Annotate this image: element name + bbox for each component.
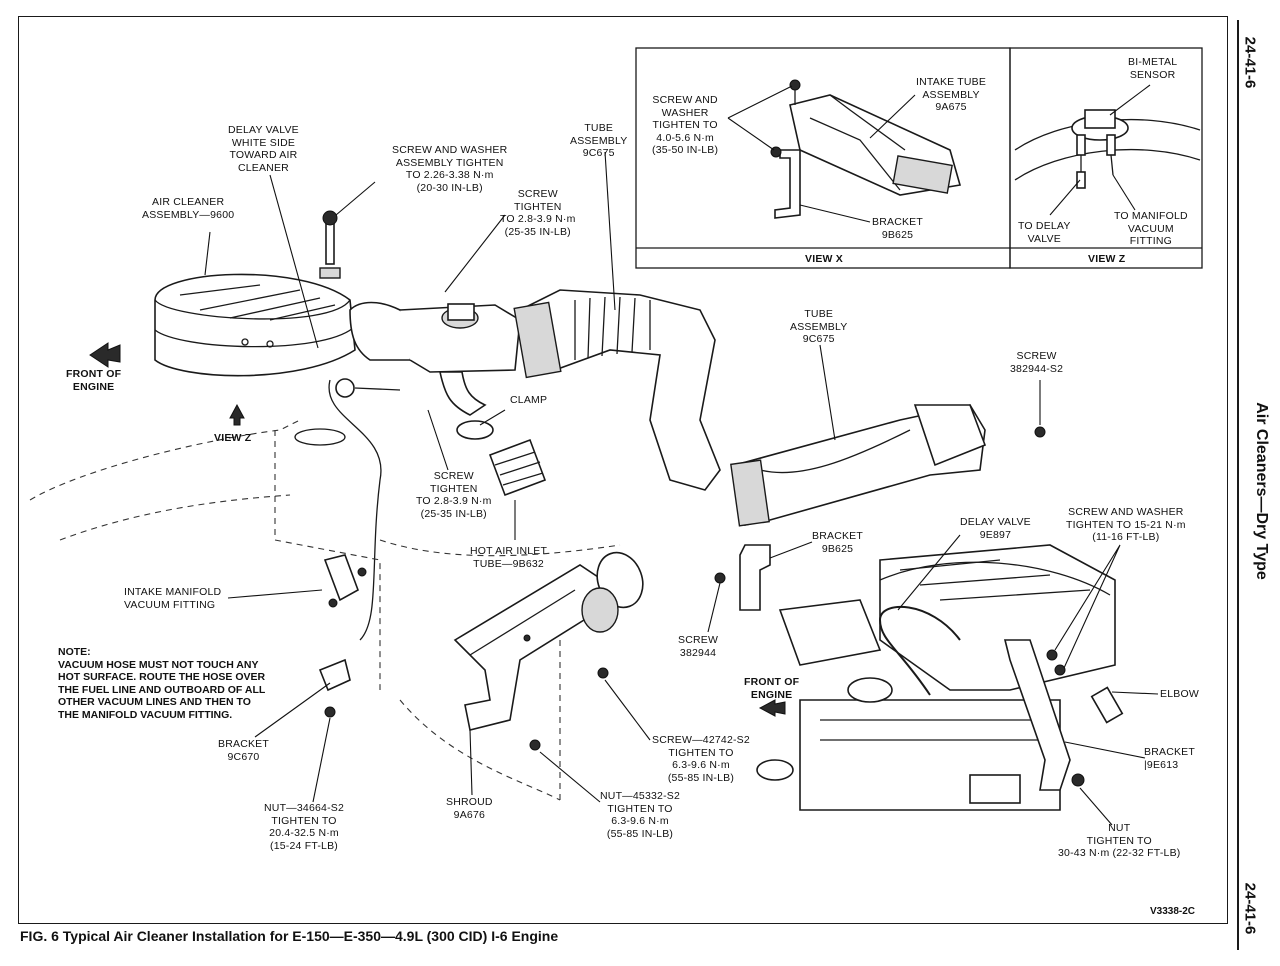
tube-assembly-top bbox=[513, 289, 721, 491]
figure-frame bbox=[18, 16, 1228, 924]
label-front-of-engine-right: FRONT OF ENGINE bbox=[744, 676, 800, 701]
manifold-fitting-group bbox=[318, 554, 367, 718]
figure-caption: FIG. 6 Typical Air Cleaner Installation … bbox=[20, 928, 559, 944]
label-air-cleaner-assembly: AIR CLEANER ASSEMBLY—9600 bbox=[142, 196, 235, 221]
bracket-9b625 bbox=[714, 544, 771, 611]
label-view-z-marker: VIEW Z bbox=[214, 432, 252, 444]
view-z-arrow bbox=[229, 403, 245, 426]
label-shroud: SHROUD 9A676 bbox=[446, 796, 493, 821]
label-screw-382944-s2: SCREW 382944-S2 bbox=[1010, 350, 1064, 375]
label-screw-washer-assembly: SCREW AND WASHER ASSEMBLY TIGHTEN TO 2.2… bbox=[392, 144, 508, 194]
page-number-top: 24-41-6 bbox=[1241, 36, 1259, 89]
label-screw-42742: SCREW—42742-S2 TIGHTEN TO 6.3-9.6 N·m (5… bbox=[652, 734, 750, 784]
label-viewz-title: VIEW Z bbox=[1088, 253, 1126, 265]
label-viewx-intake-tube: INTAKE TUBE ASSEMBLY 9A675 bbox=[916, 76, 987, 113]
label-screw-washer-15-21: SCREW AND WASHER TIGHTEN TO 15-21 N·m (1… bbox=[1066, 506, 1186, 543]
label-tube-assembly-right: TUBE ASSEMBLY 9C675 bbox=[790, 308, 848, 345]
label-nut-45332: NUT—45332-S2 TIGHTEN TO 6.3-9.6 N·m (55-… bbox=[600, 790, 681, 840]
engine-right-view bbox=[756, 544, 1124, 811]
vacuum-hose-note: NOTE: VACUUM HOSE MUST NOT TOUCH ANY HOT… bbox=[58, 646, 266, 721]
label-viewx-bracket: BRACKET 9B625 bbox=[872, 216, 923, 241]
view-x-inset bbox=[635, 47, 1011, 269]
label-screw-tighten-top: SCREW TIGHTEN TO 2.8-3.9 N·m (25-35 IN-L… bbox=[500, 188, 576, 238]
label-delay-valve-9e897: DELAY VALVE 9E897 bbox=[960, 516, 1031, 541]
tube-assembly-right bbox=[730, 404, 1046, 527]
label-intake-manifold-fitting: INTAKE MANIFOLD VACUUM FITTING bbox=[124, 586, 222, 611]
label-viewz-bimetal: BI-METAL SENSOR bbox=[1128, 56, 1178, 81]
label-viewx-screw-washer: SCREW AND WASHER TIGHTEN TO 4.0-5.6 N·m … bbox=[652, 94, 719, 156]
label-viewx-title: VIEW X bbox=[805, 253, 843, 265]
label-screw-tighten-mid: SCREW TIGHTEN TO 2.8-3.9 N·m (25-35 IN-L… bbox=[416, 470, 492, 520]
label-elbow: ELBOW bbox=[1160, 688, 1199, 700]
label-bracket-9b625-mid: BRACKET 9B625 bbox=[812, 530, 863, 555]
label-tube-assembly-top: TUBE ASSEMBLY 9C675 bbox=[570, 122, 628, 159]
label-front-of-engine-left: FRONT OF ENGINE bbox=[66, 368, 122, 393]
front-arrow-right bbox=[758, 699, 786, 717]
label-clamp: CLAMP bbox=[510, 394, 548, 406]
label-viewz-to-manifold: TO MANIFOLD VACUUM FITTING bbox=[1114, 210, 1188, 247]
label-viewz-to-delay: TO DELAY VALVE bbox=[1018, 220, 1071, 245]
leader-lines bbox=[204, 151, 1159, 826]
view-z-inset bbox=[1009, 47, 1203, 269]
label-nut-34664: NUT—34664-S2 TIGHTEN TO 20.4-32.5 N·m (1… bbox=[264, 802, 345, 852]
label-bracket-9e613: BRACKET |9E613 bbox=[1144, 746, 1195, 771]
shroud bbox=[453, 551, 644, 751]
front-arrow-left bbox=[89, 342, 121, 368]
label-screw-382944: SCREW 382944 bbox=[678, 634, 719, 659]
page-number-bottom: 24-41-6 bbox=[1241, 882, 1259, 935]
label-hot-air-inlet: HOT AIR INLET TUBE—9B632 bbox=[470, 545, 548, 570]
figure-code: V3338-2C bbox=[1150, 906, 1196, 917]
label-nut-right: NUT TIGHTEN TO 30-43 N·m (22-32 FT-LB) bbox=[1058, 822, 1181, 859]
engine-outline bbox=[29, 419, 621, 801]
label-delay-valve-white: DELAY VALVE WHITE SIDE TOWARD AIR CLEANE… bbox=[228, 124, 299, 174]
section-title: Air Cleaners—Dry Type bbox=[1252, 402, 1270, 580]
label-bracket-9c670: BRACKET 9C670 bbox=[218, 738, 269, 763]
hot-air-inlet-tube bbox=[456, 420, 547, 497]
